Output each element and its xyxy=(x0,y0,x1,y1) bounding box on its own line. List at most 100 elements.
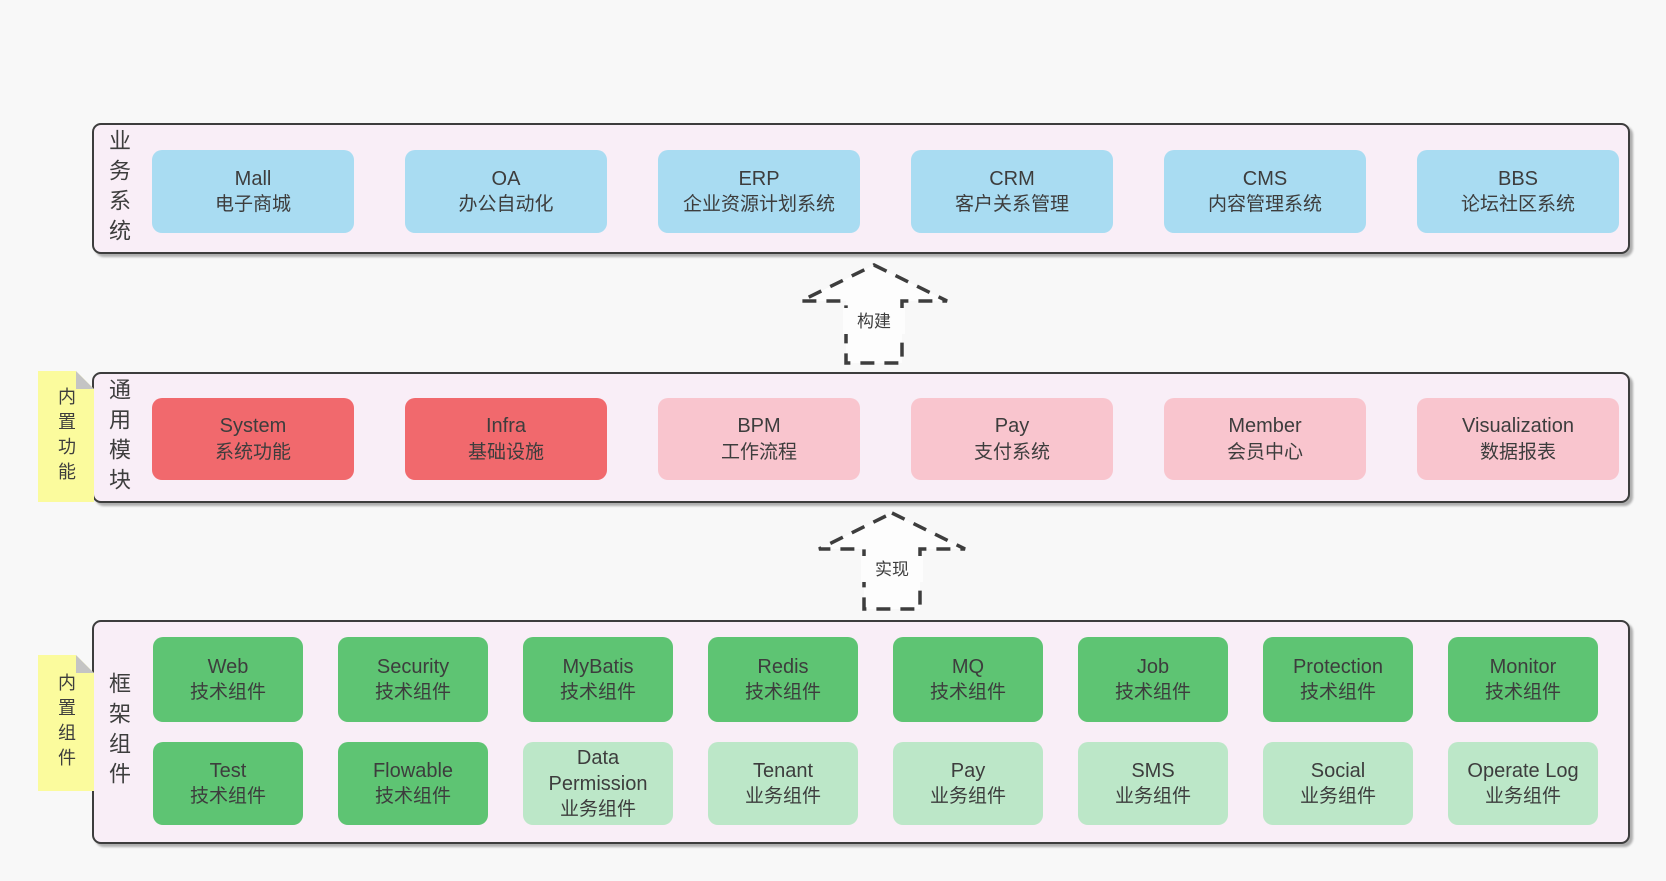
box-flowable: Flowable 技术组件 xyxy=(338,742,488,825)
box-redis: Redis 技术组件 xyxy=(708,637,858,722)
box-infra: Infra 基础设施 xyxy=(405,398,607,480)
box-desc: 支付系统 xyxy=(973,441,1050,463)
box-security: Security 技术组件 xyxy=(338,637,488,722)
layer-framework-components: 框架组件 Web 技术组件 Security 技术组件 MyBatis 技术组件… xyxy=(92,620,1630,844)
box-pay-system: Pay 支付系统 xyxy=(911,398,1113,480)
box-protection: Protection 技术组件 xyxy=(1263,637,1413,722)
box-name: Visualization xyxy=(1462,415,1574,438)
box-desc: 业务组件 xyxy=(1299,786,1376,808)
box-name: MQ xyxy=(951,655,985,678)
box-name: Tenant xyxy=(752,759,814,782)
layer-label-components: 框架组件 xyxy=(106,672,131,792)
box-name: OA xyxy=(491,167,521,190)
box-desc: 技术组件 xyxy=(929,682,1006,704)
box-desc: 企业资源计划系统 xyxy=(682,194,835,216)
box-web: Web 技术组件 xyxy=(153,637,303,722)
box-desc: 业务组件 xyxy=(929,786,1006,808)
box-desc: 技术组件 xyxy=(189,786,266,808)
sticky-note-text: 内置功能 xyxy=(56,386,76,487)
box-desc: 办公自动化 xyxy=(458,194,554,216)
box-name: SMS xyxy=(1131,759,1175,782)
sticky-note-builtin-components: 内置组件 xyxy=(38,655,94,791)
box-name: Job xyxy=(1136,655,1170,678)
arrow-implement-label: 实现 xyxy=(875,560,909,579)
box-name: CRM xyxy=(989,167,1035,190)
box-name: BPM xyxy=(737,415,781,438)
box-name: Infra xyxy=(485,415,527,438)
box-desc: 技术组件 xyxy=(374,682,451,704)
box-desc: 系统功能 xyxy=(214,441,291,463)
box-name: CMS xyxy=(1242,167,1288,190)
box-desc: 业务组件 xyxy=(1114,786,1191,808)
box-desc: 会员中心 xyxy=(1226,441,1303,463)
box-name: Redis xyxy=(757,655,809,678)
box-job: Job 技术组件 xyxy=(1078,637,1228,722)
layer-common-modules: 通用模块 System 系统功能 Infra 基础设施 BPM 工作流程 Pay… xyxy=(92,372,1630,503)
box-desc: 基础设施 xyxy=(467,441,544,463)
box-name: Data Permission xyxy=(548,746,648,795)
box-desc: 数据报表 xyxy=(1479,441,1556,463)
box-name: Monitor xyxy=(1489,655,1557,678)
sticky-note-builtin-functions: 内置功能 xyxy=(38,371,94,502)
arrow-build-label: 构建 xyxy=(857,312,891,331)
box-name: Social xyxy=(1310,759,1366,782)
box-erp: ERP 企业资源计划系统 xyxy=(658,150,860,233)
box-name: System xyxy=(219,415,287,438)
box-name: Pay xyxy=(994,415,1030,438)
sticky-note-text: 内置组件 xyxy=(56,673,76,773)
box-mybatis: MyBatis 技术组件 xyxy=(523,637,673,722)
box-desc: 业务组件 xyxy=(559,799,636,821)
box-name: MyBatis xyxy=(562,655,634,678)
box-name: Security xyxy=(376,655,450,678)
box-bpm: BPM 工作流程 xyxy=(658,398,860,480)
box-visualization: Visualization 数据报表 xyxy=(1417,398,1619,480)
box-mall: Mall 电子商城 xyxy=(152,150,354,233)
box-name: ERP xyxy=(738,167,780,190)
arrow-build: 构建 xyxy=(800,263,948,365)
box-member: Member 会员中心 xyxy=(1164,398,1366,480)
box-desc: 技术组件 xyxy=(1484,682,1561,704)
box-desc: 技术组件 xyxy=(1114,682,1191,704)
box-name: Flowable xyxy=(372,759,454,782)
box-desc: 业务组件 xyxy=(744,786,821,808)
box-operate-log: Operate Log 业务组件 xyxy=(1448,742,1598,825)
box-desc: 内容管理系统 xyxy=(1207,194,1322,216)
box-oa: OA 办公自动化 xyxy=(405,150,607,233)
box-system: System 系统功能 xyxy=(152,398,354,480)
box-name: Protection xyxy=(1292,655,1384,678)
layer-label-modules: 通用模块 xyxy=(106,377,131,498)
box-desc: 客户关系管理 xyxy=(954,194,1069,216)
box-desc: 技术组件 xyxy=(744,682,821,704)
layer-label-business: 业务系统 xyxy=(106,128,131,249)
box-name: Web xyxy=(207,655,249,678)
box-social: Social 业务组件 xyxy=(1263,742,1413,825)
box-name: Pay xyxy=(950,759,986,782)
box-mq: MQ 技术组件 xyxy=(893,637,1043,722)
box-desc: 技术组件 xyxy=(559,682,636,704)
box-pay-component: Pay 业务组件 xyxy=(893,742,1043,825)
box-desc: 论坛社区系统 xyxy=(1460,194,1575,216)
box-desc: 技术组件 xyxy=(189,682,266,704)
box-desc: 业务组件 xyxy=(1484,786,1561,808)
box-name: BBS xyxy=(1497,167,1539,190)
box-name: Operate Log xyxy=(1467,759,1579,782)
arrow-label-bg xyxy=(843,308,905,334)
box-crm: CRM 客户关系管理 xyxy=(911,150,1113,233)
arrow-label-bg xyxy=(861,556,923,582)
box-data-permission: Data Permission 业务组件 xyxy=(523,742,673,825)
box-tenant: Tenant 业务组件 xyxy=(708,742,858,825)
box-name: Mall xyxy=(234,167,272,190)
box-desc: 工作流程 xyxy=(720,441,797,463)
box-name: Member xyxy=(1228,415,1302,438)
box-desc: 电子商城 xyxy=(214,194,291,216)
box-cms: CMS 内容管理系统 xyxy=(1164,150,1366,233)
box-desc: 技术组件 xyxy=(1299,682,1376,704)
box-bbs: BBS 论坛社区系统 xyxy=(1417,150,1619,233)
box-monitor: Monitor 技术组件 xyxy=(1448,637,1598,722)
box-name: Test xyxy=(209,759,247,782)
box-test: Test 技术组件 xyxy=(153,742,303,825)
layer-business-systems: 业务系统 Mall 电子商城 OA 办公自动化 ERP 企业资源计划系统 CRM… xyxy=(92,123,1630,254)
box-desc: 技术组件 xyxy=(374,786,451,808)
box-sms: SMS 业务组件 xyxy=(1078,742,1228,825)
